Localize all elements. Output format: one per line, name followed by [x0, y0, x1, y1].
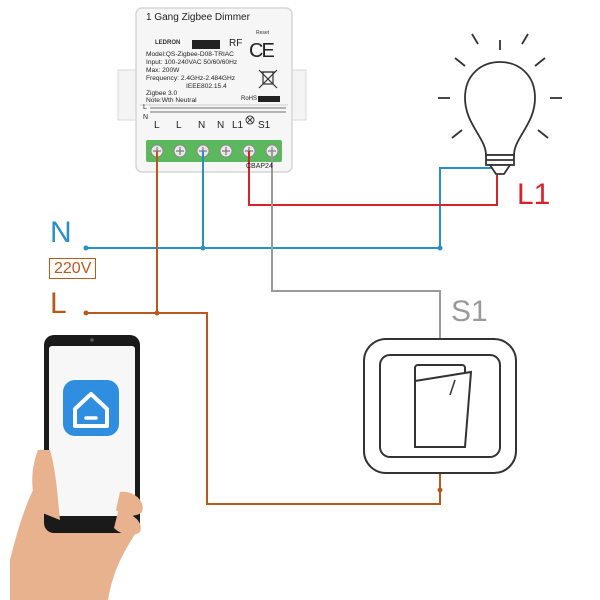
lamp-label: L1 [517, 178, 551, 211]
light-bulb-icon [438, 33, 562, 175]
live-label: L [50, 287, 67, 320]
voltage-label: 220V [49, 258, 97, 279]
module-code: CBAP24 [246, 163, 273, 170]
rohs-label: RoHS [241, 96, 258, 102]
switch-wire [271, 151, 441, 345]
switch-label: S1 [451, 295, 488, 328]
lamp-symbol-icon [245, 115, 255, 125]
terminal-label-s1: S1 [258, 120, 271, 131]
terminal-label-l-1: L [154, 120, 160, 131]
terminal-screws [150, 144, 279, 158]
spec-input: Input: 100-240VAC 50/60/60Hz [146, 59, 238, 66]
spec-zigbee: Zigbee 3.0 [146, 90, 178, 97]
terminal-label-n-1: N [198, 120, 206, 131]
neutral-label: N [50, 216, 72, 249]
brand-label: LEDRON [155, 40, 181, 46]
smartphone [10, 335, 143, 600]
spec-model: Model:QS-Zigbee-D08-TRIAC [146, 51, 234, 58]
rf-label: RF [229, 38, 243, 49]
barcode-block [258, 96, 280, 102]
side-label-l: L [143, 104, 147, 111]
terminal-block [146, 140, 282, 162]
reset-label: Reset [256, 30, 270, 36]
side-label-n: N [143, 114, 149, 121]
spec-ieee: IEEE802.15.4 [186, 83, 227, 90]
wires [86, 151, 498, 505]
spec-note: Note:Wth Neutral [146, 97, 197, 104]
live-wire [86, 312, 441, 505]
home-app-icon [63, 380, 119, 436]
wall-switch-icon [363, 338, 517, 474]
wire-junctions [83, 245, 443, 493]
terminal-label-l1: L1 [232, 120, 244, 131]
terminal-label-n-2: N [217, 120, 225, 131]
ce-mark: CE [249, 40, 275, 62]
lamp-wire [248, 151, 498, 206]
terminal-label-l-2: L [176, 120, 182, 131]
spec-max: Max: 200W [146, 67, 180, 74]
bin-disposal-icon [258, 69, 278, 89]
serial-label-block [192, 40, 220, 49]
spec-frequency: Frequency: 2.4GHz-2.484GHz [146, 75, 236, 82]
module-title: 1 Gang Zigbee Dimmer [146, 12, 250, 23]
